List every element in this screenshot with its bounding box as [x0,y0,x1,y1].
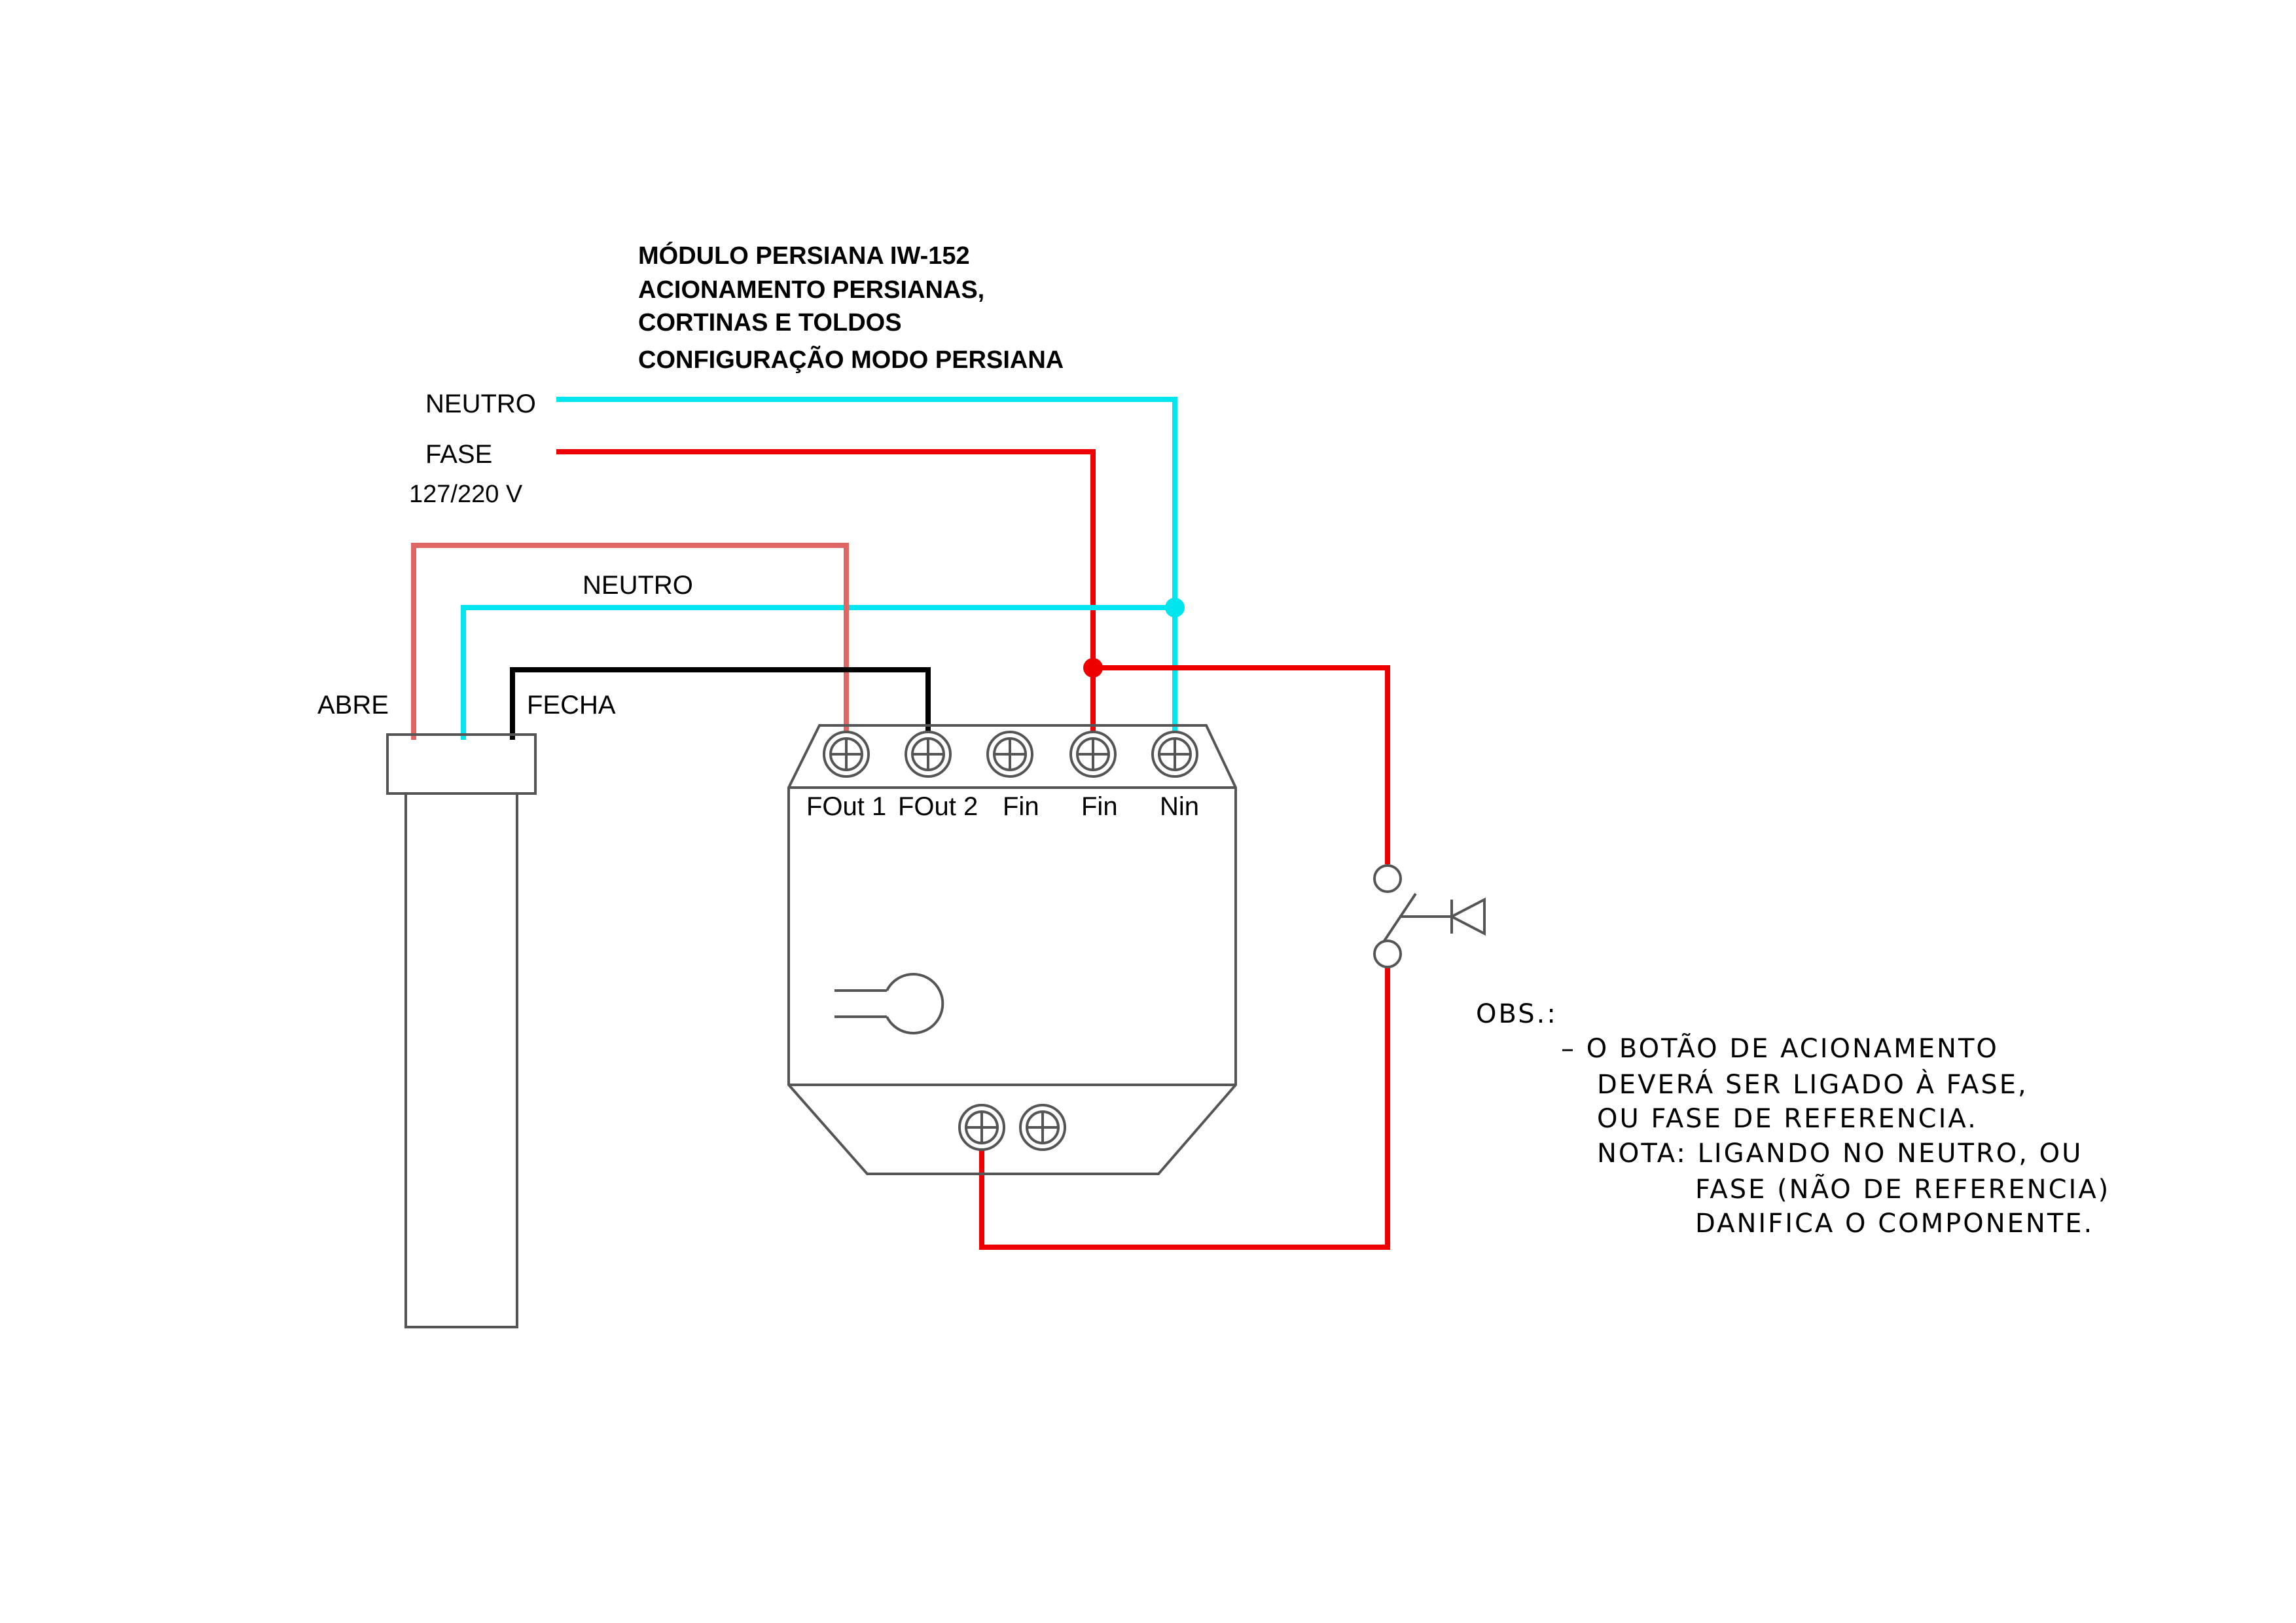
neutral-junction-dot [1165,598,1185,617]
supply-fase-label: FASE [425,440,492,469]
supply-voltage-label: 127/220 V [409,481,523,508]
top-terminals [823,731,1198,778]
switch-contact-bottom [1373,939,1402,968]
motor-neutro-label: NEUTRO [583,571,693,600]
module-button-icon [834,973,944,1034]
terminal-screw-bottom-2 [1019,1104,1066,1151]
terminal-screw-top-3 [986,731,1033,778]
note-line-2: DEVERÁ SER LIGADO À FASE, [1597,1068,2028,1100]
switch-contact-top [1373,864,1402,893]
iw152-module: FOut 1 FOut 2 Fin Fin Nin [787,724,1237,1175]
terminal-screw-top-1 [823,731,870,778]
supply-neutro-label: NEUTRO [425,390,536,418]
terminal-label-fin-2: Fin [1081,792,1118,821]
supply-neutral-wire [556,397,1177,756]
motor-open-wire [411,543,849,756]
diagram-title: MÓDULO PERSIANA IW-152 ACIONAMENTO PERSI… [638,241,1064,374]
terminal-label-fout1: FOut 1 [806,792,886,821]
terminal-label-fout2: FOut 2 [898,792,978,821]
terminal-screw-top-2 [905,731,952,778]
phase-to-switch-wire [1093,665,1390,864]
terminal-screw-top-4 [1069,731,1117,778]
notes-heading: OBS.: [1476,999,1558,1029]
title-line-2: ACIONAMENTO PERSIANAS, [638,276,984,304]
note-line-6: DANIFICA O COMPONENTE. [1695,1209,2094,1239]
terminal-screw-top-5 [1151,731,1198,778]
notes: OBS.: – O BOTÃO DE ACIONAMENTO DEVERÁ SE… [1476,999,2110,1239]
motor-neutral-wire [461,605,1175,740]
abre-label: ABRE [317,691,389,720]
motor-tube [404,792,518,1328]
terminal-label-nin: Nin [1160,792,1199,821]
fecha-label: FECHA [527,691,616,720]
motor-head [386,733,537,795]
note-line-1: – O BOTÃO DE ACIONAMENTO [1561,1032,1999,1064]
title-line-1: MÓDULO PERSIANA IW-152 [638,241,970,270]
push-button-switch [1373,864,1486,968]
note-line-5: FASE (NÃO DE REFERENCIA) [1695,1173,2110,1205]
motor-close-wire [510,667,931,756]
terminal-screw-bottom-1 [958,1104,1005,1151]
switch-actuator-icon [1448,897,1486,936]
wires [411,397,1390,1250]
note-line-3: OU FASE DE REFERENCIA. [1597,1104,1978,1134]
switch-to-input-wire [979,968,1390,1250]
title-line-3: CORTINAS E TOLDOS [638,309,902,337]
blind-motor [386,733,537,1328]
note-line-4: NOTA: LIGANDO NO NEUTRO, OU [1597,1139,2083,1169]
bottom-terminals [958,1104,1066,1151]
phase-junction-dot [1083,658,1103,678]
title-line-4: CONFIGURAÇÃO MODO PERSIANA [638,345,1064,374]
terminal-label-fin-1: Fin [1003,792,1039,821]
module-body [787,724,1237,1175]
supply-phase-wire [556,449,1096,756]
